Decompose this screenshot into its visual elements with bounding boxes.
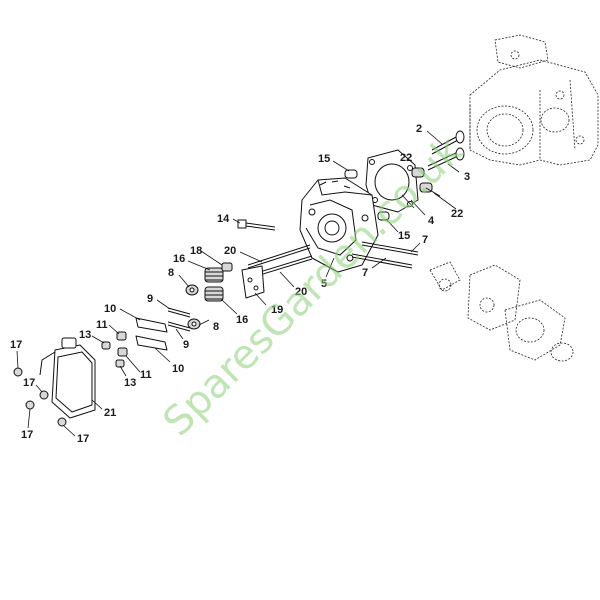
cylinder-head [299,177,379,273]
push-rod [351,241,419,269]
valve-cover [39,337,96,419]
washer [185,284,201,330]
callout-11-top: 11 [96,319,108,331]
callout-10-top: 10 [104,303,116,315]
callout-14: 14 [217,213,230,225]
callout-17-b: 17 [23,377,35,389]
callout-8-top: 8 [168,267,174,279]
valve-stem-seal [411,167,441,197]
rocker-pin [167,307,191,332]
valve-3 [427,147,465,171]
leader-lines [16,130,460,437]
callout-20-top: 20 [224,245,236,257]
callout-16-bottom: 16 [236,314,248,326]
guide-plate [241,265,265,299]
callout-3: 3 [464,171,470,183]
callout-18: 18 [190,245,202,257]
callout-17-a: 17 [10,339,22,351]
carburettor-ghost [429,261,574,362]
valve-2 [431,130,465,155]
callout-9-top: 9 [147,293,153,305]
head-bolt [237,219,276,231]
callout-10-bottom: 10 [172,363,184,375]
callout-19: 19 [271,304,283,316]
callout-17-c: 17 [21,429,33,441]
dowel-pin [344,169,390,221]
adjust-nut [116,331,128,357]
callout-7-top: 7 [422,234,428,246]
callout-20-bottom: 20 [295,286,307,298]
callout-9-bottom: 9 [183,339,189,351]
callout-22-bottom: 22 [451,208,463,220]
callout-13-bottom: 13 [124,377,136,389]
head-gasket [365,149,419,213]
callout-16-top: 16 [173,253,185,265]
callout-17-d: 17 [77,433,89,445]
callout-13-top: 13 [79,329,91,341]
rocker-arm [135,317,168,351]
callout-5: 5 [321,278,327,290]
callout-15-top: 15 [318,153,330,165]
callout-4: 4 [428,215,435,227]
callout-11-bottom: 11 [140,369,152,381]
callout-21: 21 [104,407,116,419]
engine-block-ghost [469,34,599,166]
valve-spring [204,267,224,302]
watermark: SparesGarden.co.uk [155,127,473,445]
callout-22-top: 22 [400,152,412,164]
callout-labels: 2 3 4 5 7 7 8 8 9 9 10 10 11 11 13 13 14… [10,123,470,445]
lock-nut [101,341,125,368]
callout-2: 2 [416,123,422,135]
spring-retainer [221,262,233,272]
callout-7-bottom: 7 [362,267,368,279]
callout-8-bottom: 8 [213,321,219,333]
callout-15-bottom: 15 [398,230,410,242]
